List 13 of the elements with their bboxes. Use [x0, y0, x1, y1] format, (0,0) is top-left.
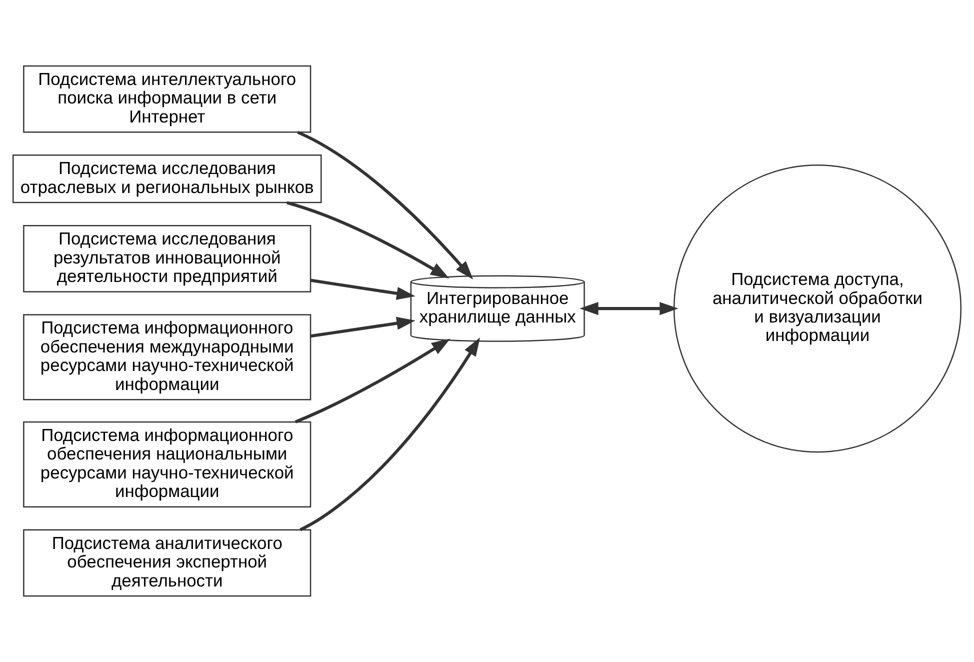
- node-box: Подсистема информационного обеспечения национальными ресурсами научно-технической информации: [23, 421, 312, 508]
- node-box: Подсистема исследования результатов инновационной деятельности предприятий: [23, 225, 312, 292]
- arrow: [300, 337, 480, 532]
- node-box: Подсистема интеллектуального поиска информации в сети Интернет: [23, 65, 312, 133]
- arrow: [310, 316, 416, 338]
- arrow: [310, 278, 416, 300]
- node-box: Подсистема информационного обеспечения международными ресурсами научно-технической информации: [23, 314, 312, 400]
- arrow: [297, 130, 474, 280]
- arrow: [580, 302, 678, 316]
- node-box: Подсистема аналитического обеспечения экспертной деятельности: [23, 529, 312, 597]
- node-circle: Подсистема доступа, аналитической обработки и визуализации информации: [673, 164, 962, 453]
- arrow: [294, 338, 450, 424]
- node-box: Подсистема исследования отраслевых и региональных рынков: [12, 154, 322, 204]
